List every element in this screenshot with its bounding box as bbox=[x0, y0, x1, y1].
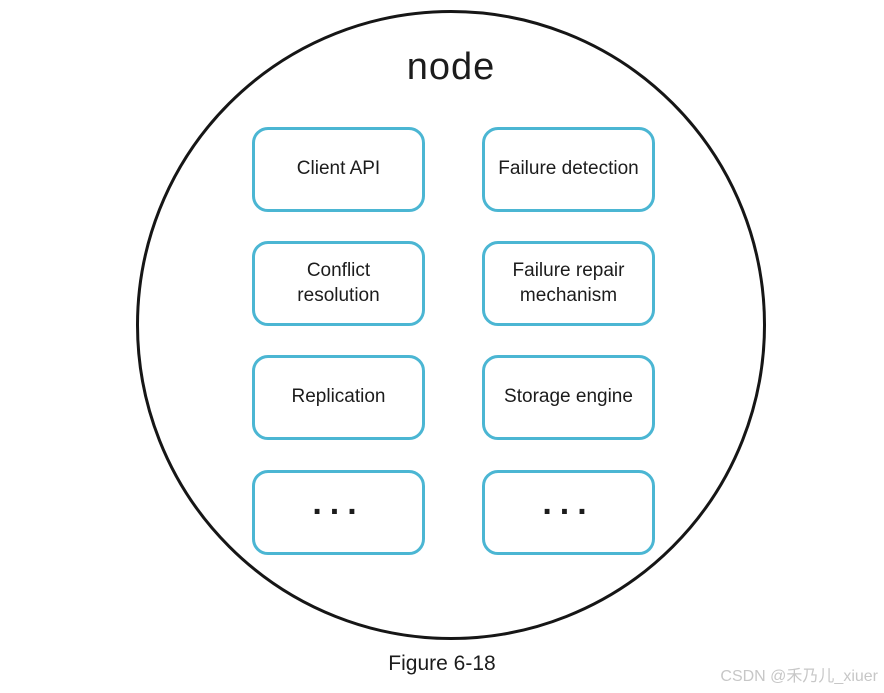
node-title: node bbox=[406, 46, 496, 88]
component-box-failure-detection: Failure detection bbox=[482, 127, 655, 212]
node-boundary-circle bbox=[136, 10, 766, 640]
component-box-ellipsis-left: ... bbox=[252, 470, 425, 555]
watermark-text: CSDN @禾乃儿_xiuer bbox=[720, 668, 878, 685]
component-box-storage-engine: Storage engine bbox=[482, 355, 655, 440]
component-label: Conflict resolution bbox=[297, 259, 380, 306]
component-label: Client API bbox=[296, 158, 381, 180]
component-box-client-api: Client API bbox=[252, 127, 425, 212]
ellipsis-label: ... bbox=[542, 484, 595, 523]
component-box-replication: Replication bbox=[252, 355, 425, 440]
figure-caption: Figure 6-18 bbox=[388, 652, 496, 675]
component-label: Storage engine bbox=[504, 386, 633, 408]
component-label: Failure detection bbox=[498, 158, 639, 180]
component-label: Replication bbox=[291, 386, 386, 408]
component-box-ellipsis-right: ... bbox=[482, 470, 655, 555]
component-box-failure-repair-mechanism: Failure repair mechanism bbox=[482, 241, 655, 326]
component-label: Failure repair mechanism bbox=[512, 259, 625, 306]
ellipsis-label: ... bbox=[312, 484, 365, 523]
component-box-conflict-resolution: Conflict resolution bbox=[252, 241, 425, 326]
